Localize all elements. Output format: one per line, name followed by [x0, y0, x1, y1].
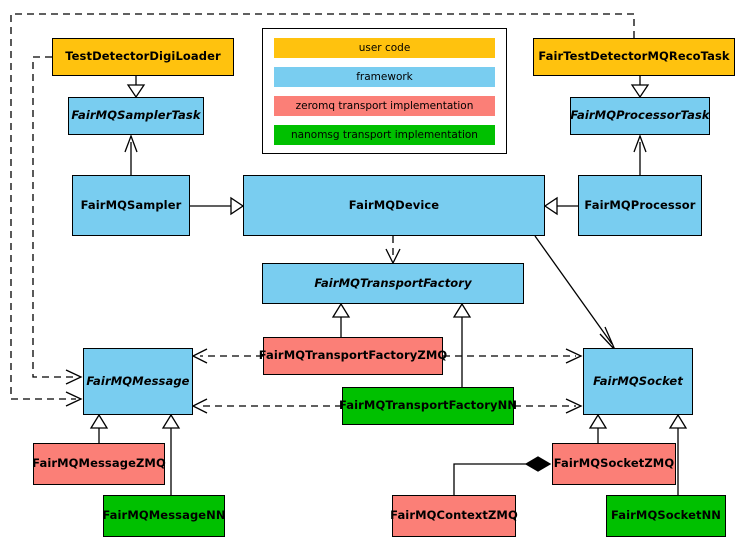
edge-factorynn-to-transportfactory	[452, 302, 472, 387]
class-label: FairMQMessageZMQ	[32, 456, 166, 471]
arrowhead-device-to-transportfactory	[385, 248, 401, 265]
edge-contextzmq-to-socketzmq	[453, 456, 552, 495]
class-box-fairmqsampler[interactable]: FairMQSampler	[72, 175, 190, 236]
class-label: FairTestDetectorMQRecoTask	[538, 49, 730, 64]
class-label: FairMQSampler	[80, 197, 182, 212]
arrowhead-factoryzmq-to-message	[191, 348, 208, 364]
edge-processor-to-device	[543, 196, 578, 216]
class-label: FairMQContextZMQ	[390, 508, 518, 523]
class-box-fairmqsamplertask[interactable]: FairMQSamplerTask	[68, 97, 204, 135]
class-label: FairMQMessage	[86, 373, 190, 388]
class-box-fairmqsocketnn[interactable]: FairMQSocketNN	[606, 495, 726, 537]
edge-sampler-to-samplertask	[124, 134, 138, 175]
composition-diamond	[524, 456, 552, 472]
arrowhead-factoryzmq-to-socket	[565, 348, 583, 364]
legend-item-zeromq: zeromq transport implementation	[274, 96, 495, 116]
class-box-fairmqmessage[interactable]: FairMQMessage	[83, 348, 193, 415]
legend-item-nanomsg: nanomsg transport implementation	[274, 125, 495, 145]
edge-device-to-socket	[534, 235, 616, 351]
edge-messagezmq-to-message	[89, 413, 109, 443]
class-box-fairmqsocketzmq[interactable]: FairMQSocketZMQ	[552, 443, 676, 485]
class-label: FairMQSocket	[593, 373, 683, 388]
class-label: FairMQTransportFactoryZMQ	[258, 348, 448, 363]
class-label: FairMQDevice	[348, 197, 440, 212]
edge-sampler-to-device	[190, 196, 245, 216]
legend-label-zeromq: zeromq transport implementation	[295, 100, 474, 112]
legend-label-user-code: user code	[358, 42, 411, 54]
class-box-fairmqtransportfactorynn[interactable]: FairMQTransportFactoryNN	[338, 387, 518, 425]
legend-label-framework: framework	[356, 71, 413, 83]
class-label: FairMQProcessor	[584, 197, 696, 212]
edge-processor-to-processortask	[633, 134, 647, 175]
class-label: FairMQProcessorTask	[570, 108, 710, 123]
legend-item-user-code: user code	[274, 38, 495, 58]
arrowhead-digiloader-to-message	[65, 369, 83, 385]
arrowhead-recotask-to-message	[65, 391, 83, 407]
class-box-fairmqprocessortask[interactable]: FairMQProcessorTask	[570, 97, 710, 135]
edge-recotask-to-processortask	[630, 76, 650, 99]
class-label: FairMQMessageNN	[102, 508, 226, 523]
class-box-fairmqprocessor[interactable]: FairMQProcessor	[578, 175, 702, 236]
class-label: FairMQSocketNN	[610, 508, 722, 523]
class-box-fairmqmessagenn[interactable]: FairMQMessageNN	[102, 495, 226, 537]
edge-digiloader-to-samplertask	[126, 76, 146, 99]
class-label: TestDetectorDigiLoader	[65, 49, 221, 64]
class-box-fairmqtransportfactoryzmq[interactable]: FairMQTransportFactoryZMQ	[259, 337, 447, 375]
legend-item-framework: framework	[274, 67, 495, 87]
legend-label-nanomsg: nanomsg transport implementation	[291, 129, 478, 141]
class-box-fairmqtransportfactory[interactable]: FairMQTransportFactory	[262, 263, 524, 304]
class-box-fairmqdevice[interactable]: FairMQDevice	[243, 175, 545, 236]
edge-factoryzmq-to-transportfactory	[331, 302, 351, 337]
edge-messagenn-to-message	[161, 413, 181, 495]
class-label: FairMQSocketZMQ	[553, 456, 675, 471]
class-box-fairmqcontextzmq[interactable]: FairMQContextZMQ	[390, 495, 518, 537]
class-box-fairmqmessagezmq[interactable]: FairMQMessageZMQ	[32, 443, 166, 485]
class-box-testdetectordigiloader[interactable]: TestDetectorDigiLoader	[52, 38, 234, 76]
arrowhead-factorynn-to-message	[191, 398, 208, 414]
arrowhead-factorynn-to-socket	[565, 398, 583, 414]
class-label: FairMQSamplerTask	[71, 108, 201, 123]
class-label: FairMQTransportFactoryNN	[338, 398, 518, 413]
color-legend: user code framework zeromq transport imp…	[262, 28, 507, 154]
class-box-fairmqsocket[interactable]: FairMQSocket	[583, 348, 693, 415]
class-box-fairtestdetectormqrecotask[interactable]: FairTestDetectorMQRecoTask	[533, 38, 735, 76]
class-label: FairMQTransportFactory	[314, 275, 472, 290]
edge-socketzmq-to-socket	[588, 413, 608, 443]
